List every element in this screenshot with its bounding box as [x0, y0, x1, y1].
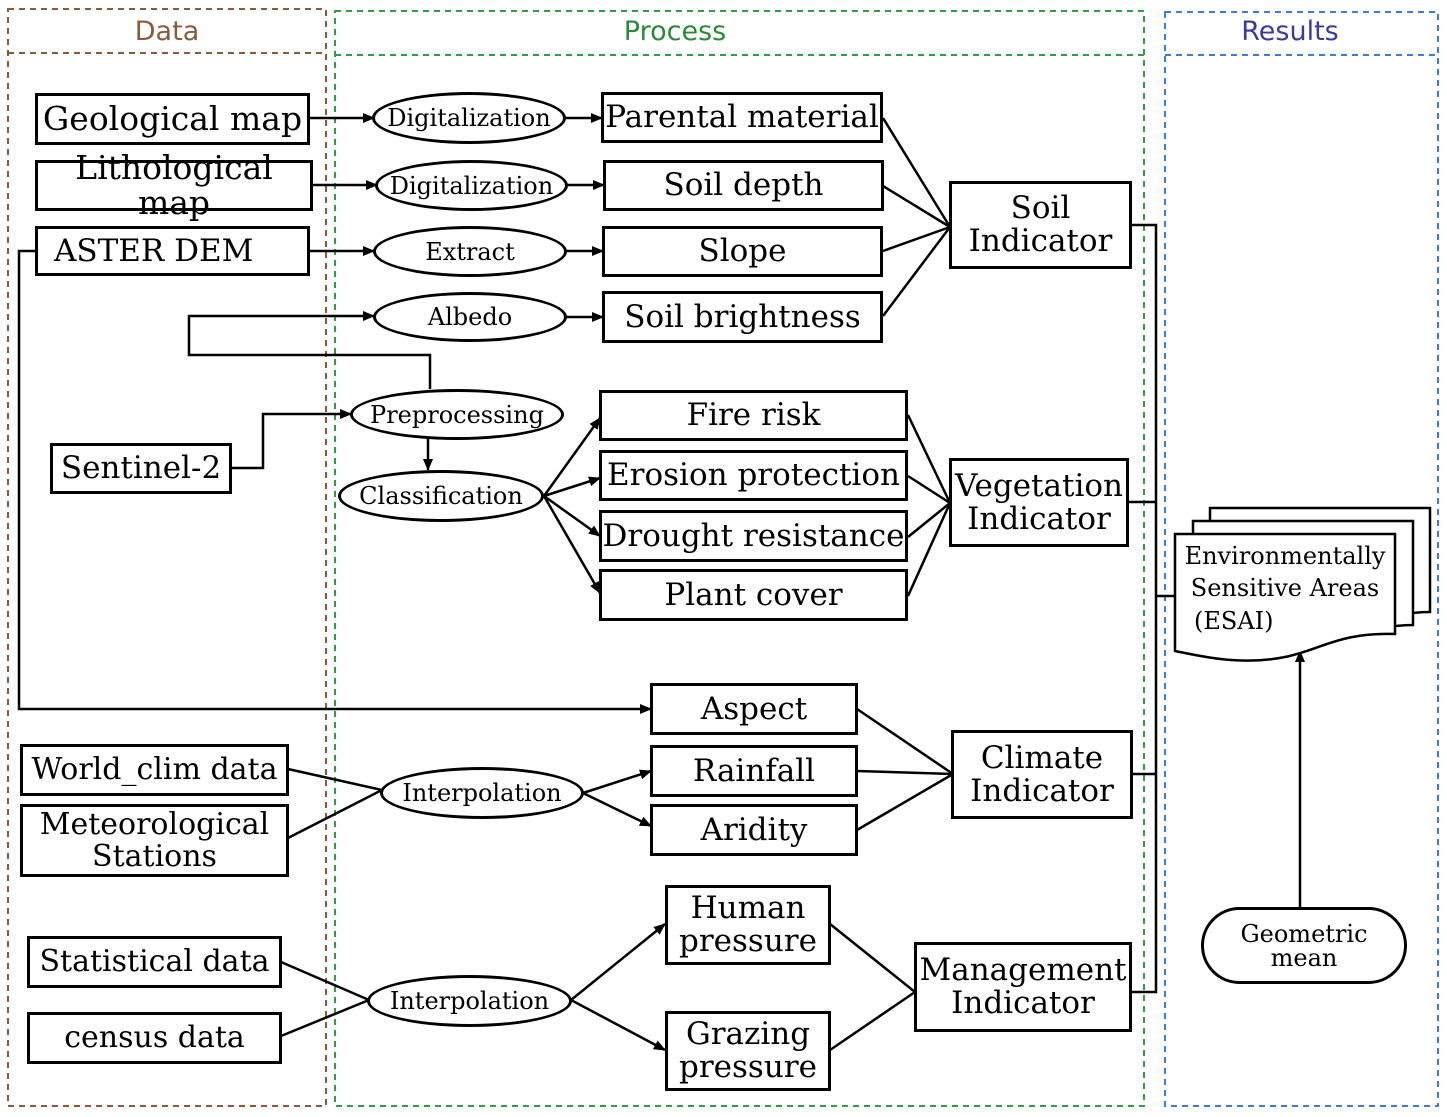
- meteorological-line: Meteorological: [39, 807, 270, 842]
- grazing-pressure-line: pressure: [679, 1049, 817, 1085]
- climate-indicator-line2: Indicator: [970, 772, 1114, 809]
- vegetation-indicator-line1: Vegetation: [954, 467, 1124, 504]
- esa-document-stack: [1173, 506, 1432, 662]
- erosion-protection-box: Erosion protection: [599, 450, 908, 501]
- results-column-frame: [1164, 11, 1439, 1107]
- geological-map-box: Geological map: [35, 93, 310, 145]
- lithological-map-box: Lithological map: [35, 150, 313, 219]
- mean-line: mean: [1270, 943, 1338, 972]
- extract-oval: Extract: [373, 226, 567, 277]
- stations-line: Stations: [92, 838, 217, 874]
- grazing-pressure-box: Grazing pressure: [665, 1011, 831, 1091]
- results-column-header: Results: [1241, 15, 1339, 47]
- human-line: Human: [690, 890, 806, 927]
- human-pressure-box: Human pressure: [665, 885, 831, 965]
- vegetation-indicator-line2: Indicator: [967, 500, 1111, 537]
- soil-indicator-box: Soil Indicator: [949, 181, 1132, 269]
- digitalization-oval-1: Digitalization: [372, 92, 566, 144]
- soil-indicator-line2: Indicator: [968, 223, 1113, 259]
- climate-indicator-box: Climate Indicator: [951, 730, 1133, 819]
- drought-resistance-box: Drought resistance: [599, 510, 908, 562]
- statistical-data-box: Statistical data: [27, 936, 282, 988]
- slope-box: Slope: [602, 226, 883, 277]
- sentinel2-box: Sentinel-2: [50, 443, 232, 494]
- rainfall-box: Rainfall: [650, 745, 858, 797]
- parental-material-box: Parental material: [601, 92, 883, 143]
- climate-indicator-line1: Climate: [980, 739, 1104, 776]
- worldclim-data-box: World_clim data: [20, 744, 289, 796]
- soil-indicator-line1: Soil: [1010, 190, 1071, 227]
- census-data-box: census data: [27, 1012, 282, 1064]
- meteorological-stations-box: Meteorological Stations: [20, 804, 289, 877]
- albedo-oval: Albedo: [373, 292, 567, 342]
- digitalization-oval-2: Digitalization: [375, 160, 568, 211]
- soil-brightness-box: Soil brightness: [602, 291, 883, 343]
- geometric-line: Geometric: [1240, 919, 1368, 948]
- vegetation-indicator-box: Vegetation Indicator: [949, 458, 1129, 547]
- human-pressure-line: pressure: [679, 923, 817, 959]
- aridity-box: Aridity: [650, 804, 858, 856]
- geometric-mean-oval: Geometric mean: [1201, 907, 1407, 984]
- grazing-line: Grazing: [685, 1016, 811, 1053]
- process-column-frame: [334, 10, 1145, 1107]
- classification-oval: Classification: [338, 470, 544, 522]
- esa-line1: Environmentally: [1184, 542, 1386, 570]
- plant-cover-box: Plant cover: [599, 569, 908, 621]
- interpolation-oval-1: Interpolation: [380, 767, 584, 819]
- management-indicator-line1: Management: [919, 952, 1127, 989]
- aster-dem-box: ASTER DEM: [35, 226, 310, 276]
- esa-line2: Sensitive Areas: [1190, 574, 1380, 603]
- esa-text: Environmentally Sensitive Areas (ESAI): [1176, 540, 1394, 637]
- esa-line3: (ESAI): [1194, 606, 1274, 635]
- management-indicator-box: Management Indicator: [914, 942, 1132, 1032]
- data-column-header: Data: [134, 15, 200, 47]
- process-column-header: Process: [623, 15, 727, 47]
- management-indicator-line2: Indicator: [951, 985, 1095, 1021]
- soil-depth-box: Soil depth: [603, 160, 884, 211]
- aspect-box: Aspect: [650, 683, 858, 735]
- preprocessing-oval: Preprocessing: [350, 389, 564, 440]
- fire-risk-box: Fire risk: [599, 390, 908, 441]
- interpolation-oval-2: Interpolation: [367, 975, 572, 1027]
- data-column-frame: [7, 8, 327, 1107]
